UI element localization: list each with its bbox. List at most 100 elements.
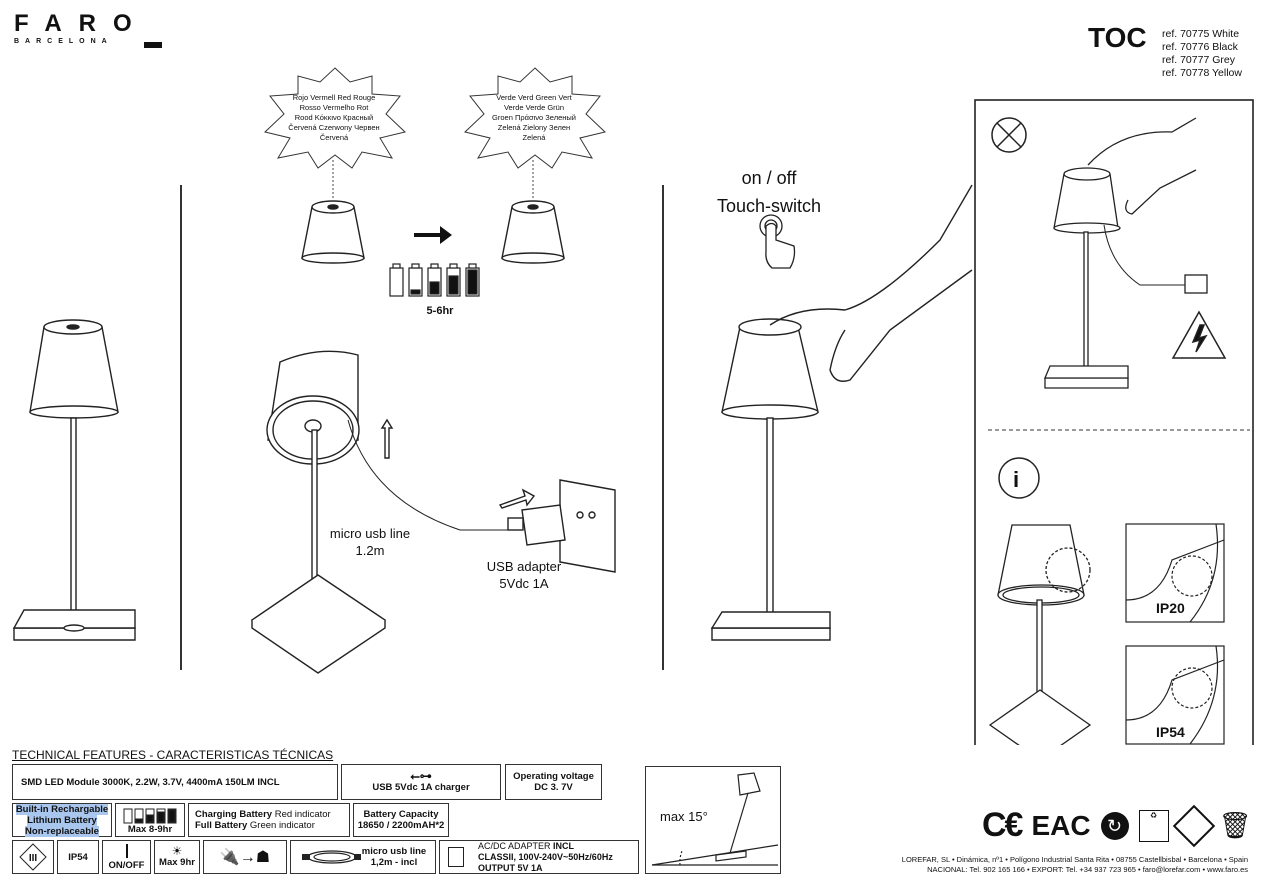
class3-icon: III	[19, 843, 47, 871]
lamp-ip-illustration	[988, 524, 1092, 745]
bulb-icon: ☀	[171, 844, 183, 858]
eac-mark-icon: EAC	[1031, 809, 1091, 841]
certification-marks: C€ EAC ↻ ♻ 🗑	[982, 804, 1252, 847]
class3-box: III	[12, 840, 54, 874]
green-name-line: Verde Verd Green Vert	[496, 93, 572, 102]
cable-name: micro usb line	[361, 846, 427, 857]
max-charge-box: Max 8-9hr	[115, 803, 185, 837]
ce-mark-icon: C€	[982, 806, 1023, 844]
lamp-plugged-illustration	[1044, 117, 1208, 389]
tilt-box: max 15°	[645, 766, 781, 874]
right-panel-frame	[974, 99, 1254, 745]
brand-logo: FARO BARCELONA	[14, 10, 162, 48]
lamp-charging-illustration	[250, 350, 616, 674]
ip54-label: IP54	[1156, 724, 1185, 740]
rohs-icon	[1172, 804, 1215, 847]
usb-cable-icon	[301, 850, 361, 864]
max-light-box: ☀ Max 9hr	[154, 840, 200, 874]
red-name-line: Červená Czerwony Червен	[288, 123, 380, 132]
usb-adapter-label: USB adapter 5Vdc 1A	[474, 558, 574, 592]
divider-2	[662, 185, 664, 670]
usb-adapter-text: USB adapter	[486, 559, 562, 574]
red-color-names: Rojo Vermell Red Rouge Rosso Vermelho Ro…	[282, 93, 386, 143]
adapter-line-2: CLASSII, 100V-240V~50Hz/60Hz	[478, 851, 613, 862]
ip54-detail	[1125, 645, 1225, 745]
footer-address: LOREFAR, SL • Dinámica, nº1 • Polígono I…	[901, 855, 1248, 864]
red-name-line: Rosso Vermelho Rot	[299, 103, 369, 112]
electric-warning-icon	[1171, 310, 1227, 359]
usb-icon: ⭠⊶	[410, 769, 432, 783]
reference-list: ref. 70775 White ref. 70776 Black ref. 7…	[1162, 28, 1242, 80]
full-indicator-line: Full Battery Green indicator	[195, 820, 315, 831]
usb-line-label: micro usb line 1.2m	[320, 525, 420, 559]
brand-name: FARO	[14, 10, 149, 37]
capacity-label: Battery Capacity	[363, 809, 439, 820]
touch-switch-label: on / off Touch-switch	[700, 164, 838, 220]
usb-cable-text: micro usb line 1,2m - incl	[362, 846, 426, 868]
adapter-title: AC/DC ADAPTER	[478, 840, 554, 851]
green-name-line: Zelená Zielony Зелен	[497, 123, 571, 132]
adapter-box: AC/DC ADAPTER INCL CLASSII, 100V-240V~50…	[439, 840, 639, 874]
brand-sub: BARCELONA	[14, 38, 113, 45]
arrow-right-icon	[414, 226, 452, 244]
battery-type-line: Built-in Rechargable	[15, 803, 109, 815]
recycle-bin-icon: ♻	[1138, 809, 1169, 842]
ref-white: ref. 70775 White	[1162, 28, 1240, 40]
info-icon	[998, 457, 1040, 499]
power-line-icon	[125, 843, 128, 858]
usb-adapter-spec: 5Vdc 1A	[499, 576, 549, 591]
ip-rating-text: IP54	[68, 851, 88, 863]
green-name-line: Verde Verde Grün	[503, 103, 565, 112]
adapter-line-3: OUTPUT 5V 1A	[478, 862, 543, 873]
prohibited-icon	[991, 117, 1027, 153]
cable-length: 1,2m - incl	[370, 857, 418, 868]
class3-text: III	[29, 853, 38, 864]
lamp-head-red	[301, 200, 365, 264]
adapter-icon	[448, 847, 464, 867]
battery-level-icons	[389, 263, 480, 297]
battery-levels-icon	[123, 808, 177, 823]
adapter-incl: INCL	[553, 840, 575, 851]
full-label: Full Battery	[195, 820, 248, 831]
touch-switch-icon	[759, 214, 796, 269]
battery-type-box: Built-in Rechargable Lithium Battery Non…	[12, 803, 112, 837]
lamp-standing-illustration	[12, 319, 136, 641]
full-color: Green indicator	[247, 820, 315, 831]
usb-cable-box: micro usb line 1,2m - incl	[290, 840, 436, 874]
usb-line-length: 1.2m	[355, 543, 385, 558]
divider-1	[180, 185, 182, 670]
charging-indicator-line: Charging Battery Red indicator	[195, 809, 331, 820]
illustrations: i	[12, 67, 1254, 745]
ref-black: ref. 70776 Black	[1162, 41, 1238, 53]
onoff-text: ON/OFF	[108, 859, 145, 871]
company-footer: LOREFAR, SL • Dinámica, nº1 • Polígono I…	[870, 855, 1248, 875]
ip20-detail	[1125, 523, 1225, 623]
recycle-arrow-icon: ↻	[1100, 811, 1129, 840]
ref-yellow: ref. 70778 Yellow	[1162, 67, 1242, 79]
charging-color: Red indicator	[272, 809, 331, 820]
usb-charger-text: USB 5Vdc 1A charger	[372, 782, 470, 793]
tilt-illustration	[651, 772, 779, 866]
led-module-text: SMD LED Module 3000K, 2.2W, 3.7V, 4400mA…	[21, 776, 280, 788]
op-voltage-value: DC 3. 7V	[534, 782, 573, 793]
ip-rating-box: IP54	[57, 840, 99, 874]
charging-person-box: 🔌→☗	[203, 840, 287, 874]
green-color-names: Verde Verd Green Vert Verde Verde Grün G…	[482, 93, 586, 143]
model-name: TOC	[1088, 22, 1147, 53]
adapter-text: AC/DC ADAPTER INCL CLASSII, 100V-240V~50…	[478, 841, 613, 874]
max-light-text: Max 9hr	[159, 857, 195, 868]
usb-charger-box: ⭠⊶ USB 5Vdc 1A charger	[341, 764, 501, 800]
battery-type-line: Non-replaceable	[25, 825, 99, 837]
op-voltage-label: Operating voltage	[513, 771, 594, 782]
charging-label: Charging Battery	[195, 809, 273, 820]
red-name-line: Rood Κόκκινο Красный	[294, 113, 374, 122]
battery-type-line: Lithium Battery	[27, 814, 97, 826]
info-letter: i	[1013, 467, 1019, 492]
tech-title: TECHNICAL FEATURES - CARACTERISTICAS TÉC…	[12, 748, 334, 762]
ip20-label: IP20	[1156, 600, 1185, 616]
red-name-line: Červená	[319, 133, 349, 142]
operating-voltage-box: Operating voltage DC 3. 7V	[505, 764, 602, 800]
battery-capacity-box: Battery Capacity 18650 / 2200mAH*2	[353, 803, 449, 837]
tilt-label: max 15°	[660, 809, 708, 824]
adapter-line-1: AC/DC ADAPTER INCL	[478, 841, 574, 852]
